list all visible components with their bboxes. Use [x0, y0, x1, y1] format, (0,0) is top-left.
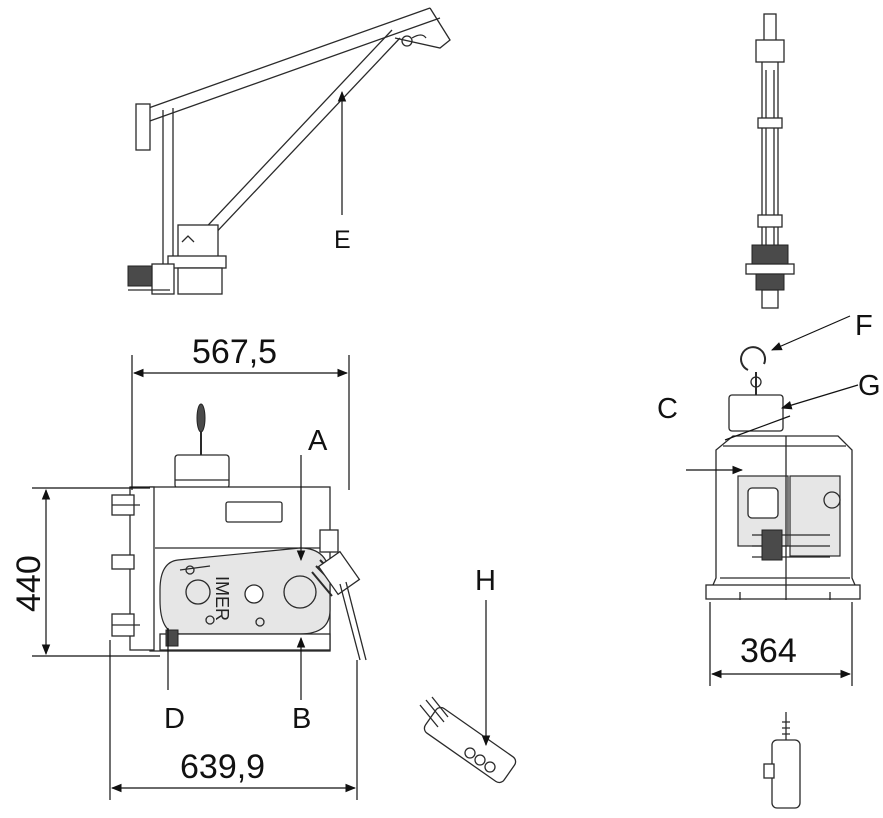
arrow-g: [780, 384, 859, 410]
label-a: A: [308, 425, 328, 457]
dim-front-width: 364: [740, 632, 797, 670]
arrow-c: [724, 415, 791, 441]
winch-front-view: [705, 346, 861, 600]
winch-side-view: IMER: [111, 403, 367, 661]
label-e: E: [334, 226, 351, 254]
pendant-control: [419, 696, 517, 784]
label-b: B: [292, 703, 311, 735]
pendant-front-view: [763, 712, 801, 809]
arrow-f: [771, 315, 851, 351]
label-g: G: [858, 370, 881, 402]
nameplate: IMER: [212, 576, 232, 621]
crane-arm-side-view: [127, 7, 451, 295]
label-c: C: [657, 393, 678, 425]
dim-top-width: 567,5: [192, 333, 277, 371]
label-h: H: [475, 565, 496, 597]
mast-end-view: [745, 13, 795, 309]
dim-bottom-width: 639,9: [180, 748, 265, 786]
label-f: F: [855, 310, 873, 342]
dim-height: 440: [10, 555, 48, 612]
label-d: D: [164, 703, 185, 735]
